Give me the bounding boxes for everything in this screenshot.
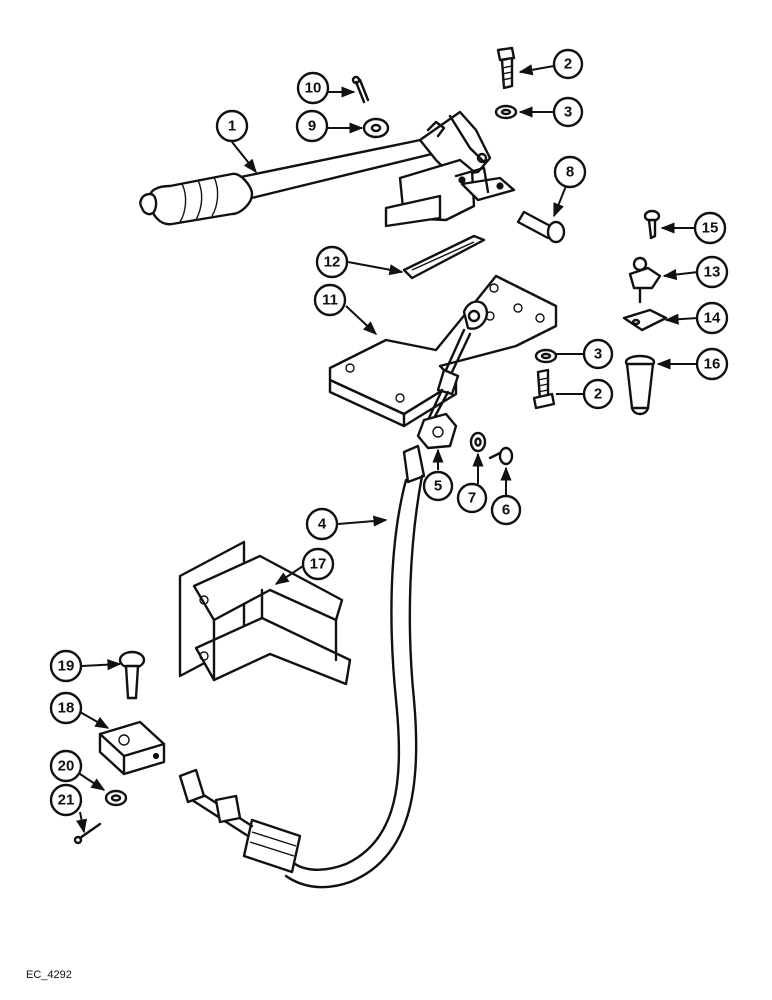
callout-9: 9 [295, 109, 329, 143]
seal-12 [402, 234, 486, 280]
callout-1: 1 [215, 109, 249, 143]
callout-5: 5 [422, 470, 454, 502]
washer-7 [469, 431, 487, 453]
callout-13: 13 [695, 255, 729, 289]
callout-label: 5 [434, 478, 442, 495]
screw-6 [488, 446, 514, 466]
callout-4: 4 [305, 507, 339, 541]
callout-8: 8 [553, 155, 587, 189]
callout-label: 4 [318, 516, 327, 533]
callout-2-upper: 2 [552, 48, 584, 80]
callout-3-lower: 3 [582, 338, 614, 370]
drawing-reference: EC_4292 [26, 969, 72, 981]
clevis-pin-19 [118, 650, 146, 700]
callout-16: 16 [695, 347, 729, 381]
callout-3-upper: 3 [552, 96, 584, 128]
leader-lines [76, 64, 699, 834]
callout-label: 17 [310, 556, 327, 573]
callout-label: 2 [564, 56, 572, 73]
callout-11: 11 [313, 283, 347, 317]
callout-label: 3 [564, 104, 572, 121]
bolt-upper [496, 46, 516, 90]
callout-label: 15 [702, 220, 719, 237]
washer-9 [362, 117, 390, 139]
callout-label: 18 [58, 700, 75, 717]
callout-label: 3 [594, 346, 602, 363]
callout-label: 19 [58, 658, 75, 675]
callout-label: 14 [704, 310, 721, 327]
brake-cable-4 [178, 444, 426, 889]
screw-15 [643, 209, 661, 240]
callout-12: 12 [315, 245, 349, 279]
callout-2-lower: 2 [582, 378, 614, 410]
callout-20: 20 [49, 749, 83, 783]
callout-label: 8 [566, 164, 574, 181]
split-pin-21 [73, 822, 102, 845]
clevis-pin-8 [516, 210, 566, 244]
callout-15: 15 [693, 211, 727, 245]
bolt-lower [532, 368, 556, 410]
clevis-18 [98, 720, 166, 776]
callout-label: 11 [322, 292, 338, 309]
switch-bracket-14 [622, 308, 668, 332]
callout-label: 7 [468, 490, 476, 507]
callout-7: 7 [456, 482, 488, 514]
callout-label: 6 [502, 502, 510, 519]
callout-label: 21 [58, 792, 75, 809]
washer-20 [104, 789, 128, 807]
cable-clip-5 [416, 412, 458, 450]
callout-14: 14 [695, 301, 729, 335]
cable-bracket-17 [178, 540, 352, 686]
callout-17: 17 [301, 547, 335, 581]
split-pin [351, 75, 370, 104]
boot-16 [624, 354, 656, 416]
switch-13 [628, 256, 662, 304]
callout-label: 12 [324, 254, 341, 271]
callout-label: 1 [228, 118, 236, 135]
callout-label: 13 [704, 264, 721, 281]
handbrake-lever [139, 110, 516, 228]
callout-10: 10 [296, 71, 330, 105]
lock-washer-lower [534, 348, 558, 364]
callout-label: 20 [58, 758, 75, 775]
callout-label: 10 [305, 80, 322, 97]
callout-label: 2 [594, 386, 602, 403]
callout-18: 18 [49, 691, 83, 725]
callout-label: 9 [308, 118, 316, 135]
callout-19: 19 [49, 649, 83, 683]
callout-6: 6 [490, 494, 522, 526]
mounting-plate-11 [328, 274, 558, 428]
lock-washer-upper [494, 104, 518, 120]
callout-21: 21 [49, 783, 83, 817]
cable-upper-end [426, 300, 489, 424]
callout-label: 16 [704, 356, 721, 373]
